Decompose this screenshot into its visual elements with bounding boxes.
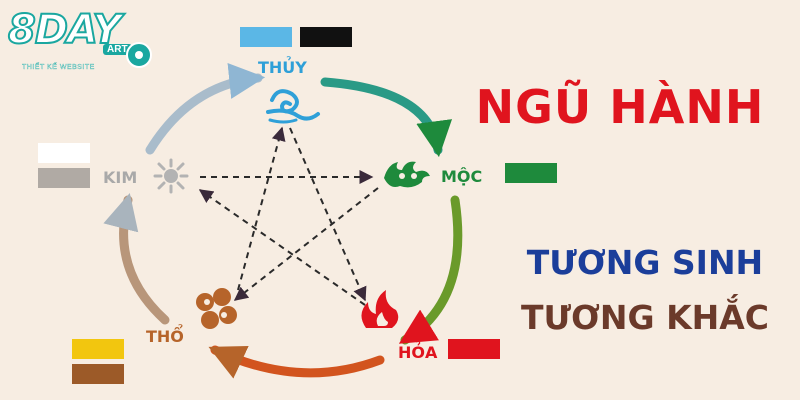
water-icon bbox=[266, 89, 320, 124]
swatch-tho-2 bbox=[72, 364, 124, 384]
swatch-moc bbox=[505, 163, 557, 183]
line-thuy-hoa bbox=[289, 127, 367, 302]
fire-icon bbox=[361, 290, 399, 328]
arc-kim-thuy bbox=[145, 63, 266, 155]
line-moc-tho bbox=[233, 187, 379, 301]
swatch-kim-2 bbox=[38, 168, 90, 188]
earth-icon bbox=[196, 288, 237, 329]
swatch-hoa bbox=[448, 339, 500, 359]
wood-icon bbox=[384, 161, 430, 188]
logo-sub: ART bbox=[103, 44, 132, 55]
label-tho: THỔ bbox=[146, 327, 184, 346]
label-hoa: HỎA bbox=[398, 343, 438, 362]
metal-icon bbox=[153, 158, 189, 194]
subtitle-tuong-khac: TƯƠNG KHẮC bbox=[520, 298, 770, 337]
line-tho-thuy bbox=[237, 126, 286, 291]
label-thuy: THỦY bbox=[258, 58, 307, 77]
arc-thuy-moc bbox=[320, 77, 453, 158]
brand-logo[interactable]: 8DAY ART THIẾT KẾ WEBSITE bbox=[7, 7, 158, 78]
label-moc: MỘC bbox=[441, 167, 483, 186]
swatch-tho-1 bbox=[72, 339, 124, 359]
arc-tho-kim bbox=[103, 193, 170, 325]
main-title: NGŨ HÀNH bbox=[475, 80, 765, 134]
arc-moc-hoa bbox=[398, 195, 463, 345]
swatch-thuy-1 bbox=[240, 27, 292, 47]
subtitle-tuong-sinh: TƯƠNG SINH bbox=[526, 243, 764, 282]
film-reel-icon bbox=[126, 42, 152, 68]
swatch-thuy-2 bbox=[300, 27, 352, 47]
line-hoa-kim bbox=[198, 189, 366, 306]
arc-hoa-tho bbox=[208, 345, 385, 379]
swatch-kim-1 bbox=[38, 143, 90, 163]
label-kim: KIM bbox=[103, 168, 138, 187]
logo-tagline: THIẾT KẾ WEBSITE bbox=[22, 64, 95, 71]
